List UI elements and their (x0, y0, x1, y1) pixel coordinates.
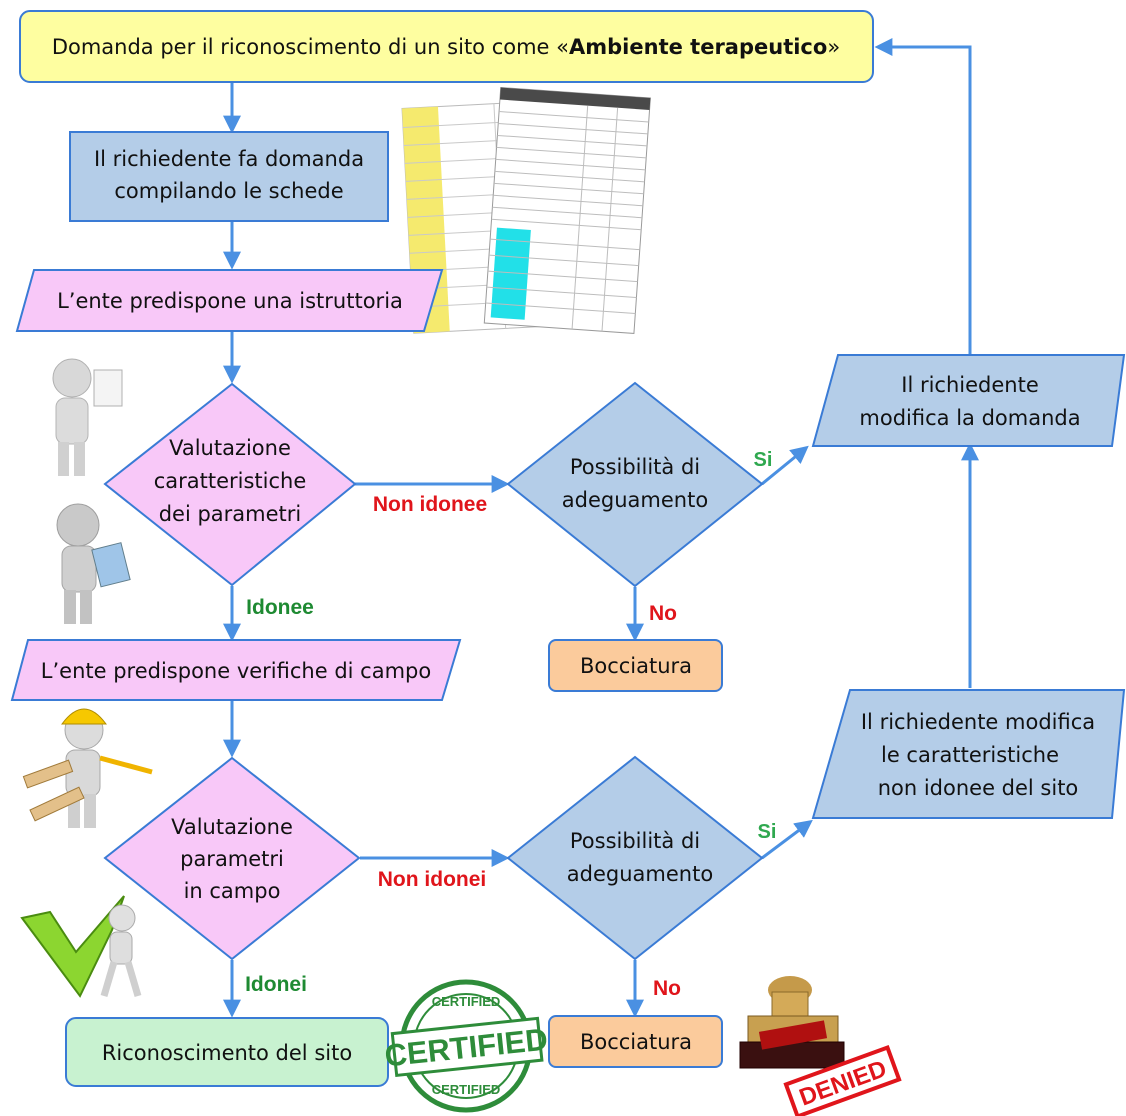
arrow-adeg2-to-modify-site (761, 819, 813, 860)
adeguamento-1-diamond: Possibilità di adeguamento (506, 381, 764, 588)
modify-domanda-box: Il richiedente modifica la domanda (811, 354, 1126, 447)
adeguamento-2-diamond: Possibilità di adeguamento (506, 755, 764, 961)
modify-domanda-line-2: modifica la domanda (859, 406, 1080, 430)
certified-text-top: CERTIFIED (432, 994, 501, 1009)
modify-site-line-1: Il richiedente modifica (861, 710, 1095, 734)
decision-1-line-2: caratteristiche (154, 469, 307, 493)
verifiche-label: L’ente predispone verifiche di campo (41, 659, 431, 683)
label-si-2: Si (758, 821, 777, 843)
reject-2-box: Bocciatura (548, 1015, 723, 1068)
reject-1-label: Bocciatura (580, 654, 692, 678)
verifiche-box: L’ente predispone verifiche di campo (10, 639, 462, 701)
label-si-1: Si (754, 449, 773, 471)
decision-2-diamond: Valutazione parametri in campo (103, 756, 361, 961)
final-recognition-box: Riconoscimento del sito (65, 1017, 389, 1087)
adeguamento-1-line-2: adeguamento (562, 488, 708, 512)
svg-text:Domanda per il riconoscimento: Domanda per il riconoscimento di un sito… (52, 35, 840, 59)
decision-1-line-1: Valutazione (169, 436, 291, 460)
label-idonee: Idonee (246, 596, 314, 619)
label-non-idonei: Non idonei (378, 868, 487, 891)
modify-site-line-3: non idonee del sito (878, 776, 1079, 800)
label-no-2: No (653, 977, 681, 1000)
decision-2-line-2: parametri (180, 847, 284, 871)
denied-stamp-icon: DENIED (739, 976, 902, 1116)
apply-line-1: Il richiedente fa domanda (94, 147, 364, 171)
decision-1-line-3: dei parametri (159, 502, 302, 526)
decision-1-diamond: Valutazione caratteristiche dei parametr… (103, 382, 357, 587)
adeguamento-2-line-1: Possibilità di (570, 829, 700, 853)
checkmark-person-icon (20, 895, 142, 998)
modify-site-box: Il richiedente modifica le caratteristic… (811, 689, 1126, 819)
label-non-idonee: Non idonee (373, 493, 487, 516)
adeguamento-1-line-1: Possibilità di (570, 455, 700, 479)
label-no-1: No (649, 602, 677, 625)
modify-site-line-2: le caratteristiche (881, 743, 1059, 767)
title-bold: Ambiente terapeutico (569, 35, 827, 59)
title-box: Domanda per il riconoscimento di un sito… (19, 10, 874, 83)
reject-2-label: Bocciatura (580, 1030, 692, 1054)
apply-box: Il richiedente fa domanda compilando le … (69, 131, 389, 222)
arrow-modify-to-title (874, 38, 972, 355)
decision-2-line-3: in campo (184, 879, 281, 903)
istruttoria-box: L’ente predispone una istruttoria (15, 269, 444, 332)
worker-with-ruler-icon (22, 708, 153, 828)
connectors (223, 38, 979, 1018)
forms-sheets-icon (401, 87, 651, 334)
title-prefix: Domanda per il riconoscimento di un sito… (52, 35, 569, 59)
modify-domanda-line-1: Il richiedente (901, 373, 1039, 397)
certified-text-bottom: CERTIFIED (432, 1082, 501, 1097)
certified-stamp-icon: CERTIFIED CERTIFIED CERTIFIED (383, 979, 549, 1113)
final-recognition-label: Riconoscimento del sito (102, 1041, 352, 1065)
arrow-adeg1-to-modify (761, 445, 809, 486)
decision-2-line-1: Valutazione (171, 815, 293, 839)
person-with-clipboard-icon (56, 503, 131, 624)
reject-1-box: Bocciatura (548, 639, 723, 692)
person-with-paper-icon (52, 358, 123, 476)
istruttoria-label: L’ente predispone una istruttoria (57, 289, 403, 313)
title-suffix: » (827, 35, 840, 59)
adeguamento-2-line-2: adeguamento (567, 862, 713, 886)
apply-line-2: compilando le schede (114, 179, 343, 203)
label-idonei: Idonei (245, 973, 307, 996)
